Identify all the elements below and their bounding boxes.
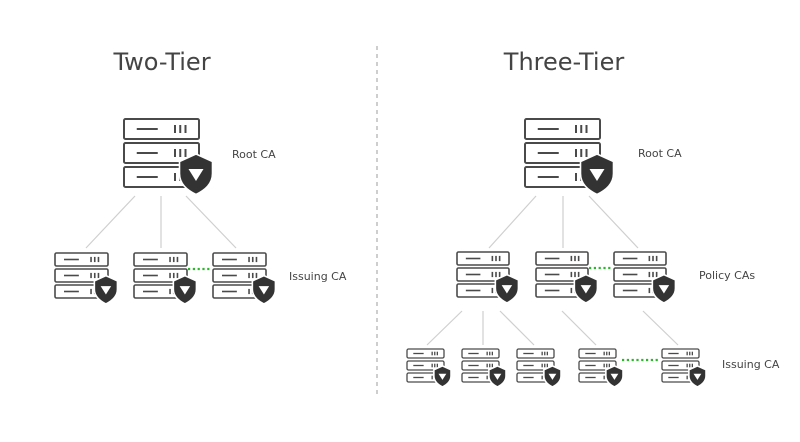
server-stack-icon [456, 251, 510, 298]
two-tier-issuing-ca-server-2 [133, 252, 198, 305]
server-stack-icon [516, 348, 555, 383]
shield-icon [172, 274, 198, 305]
shield-icon [651, 273, 677, 304]
shield-icon [543, 365, 562, 388]
two-tier-issuing-ca-server-1 [54, 252, 119, 305]
three-tier-policy-ca-server-3 [613, 251, 677, 304]
three-tier-policy-connectors [426, 310, 679, 346]
shield-icon [605, 365, 624, 388]
shield-icon [251, 274, 277, 305]
two-tier-connectors [85, 195, 237, 249]
three-tier-issuing-ca-server-1 [406, 348, 452, 388]
three-tier-issuing-ca-server-3 [516, 348, 562, 388]
two-tier-title: Two-Tier [112, 48, 210, 76]
shield-icon [688, 365, 707, 388]
server-stack-icon [613, 251, 667, 298]
three-tier-title: Three-Tier [503, 48, 625, 76]
shield-icon [93, 274, 119, 305]
three-tier-issuing-ca-server-5 [661, 348, 707, 388]
two-tier-issuing-ca-server-3 [212, 252, 277, 305]
server-stack-icon [133, 252, 188, 299]
three-tier-root-label: Root CA [638, 147, 682, 160]
shield-icon [573, 273, 599, 304]
shield-icon [579, 153, 615, 196]
two-tier-issuing-label: Issuing CA [289, 270, 347, 283]
two-tier-root-label: Root CA [232, 148, 276, 161]
shield-icon [178, 153, 214, 196]
three-tier-issuing-ca-server-4 [578, 348, 624, 388]
three-tier-policy-ca-server-2 [535, 251, 599, 304]
shield-icon [433, 365, 452, 388]
shield-icon [488, 365, 507, 388]
three-tier-issuing-label: Issuing CA [722, 358, 780, 371]
three-tier-issuing-ca-server-2 [461, 348, 507, 388]
three-tier-root-ca-server [524, 118, 615, 196]
three-tier-policy-ca-server-1 [456, 251, 520, 304]
three-tier-policy-label: Policy CAs [699, 269, 755, 282]
shield-icon [494, 273, 520, 304]
server-stack-icon [123, 118, 200, 188]
three-tier-root-connectors [488, 195, 639, 249]
two-tier-root-ca-server [123, 118, 214, 196]
